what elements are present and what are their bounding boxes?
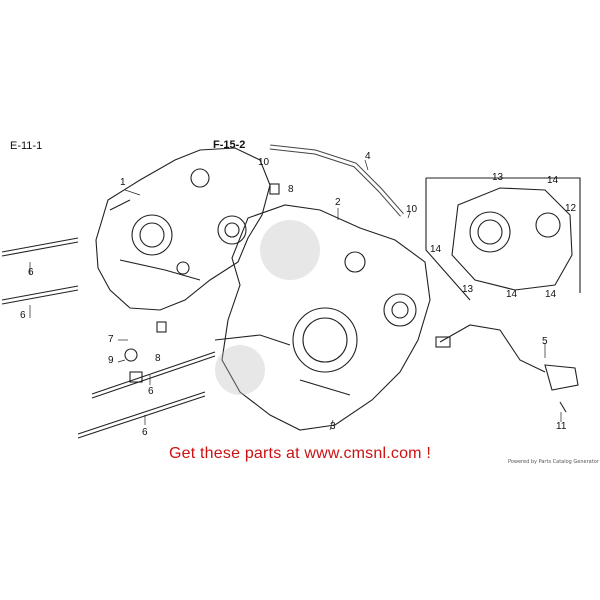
callout-1: 1 [120,177,126,188]
inset-gasket-view [425,177,581,301]
reference-code[interactable]: F-15-2 [213,139,246,151]
page-code: E-11-1 [10,140,43,152]
left-crankcase-half [95,147,280,333]
callout-13a: 13 [492,172,504,183]
right-crankcase-half [214,204,431,431]
callout-12: 12 [565,203,577,214]
long-bolts [1,237,216,439]
callout-6a: 6 [28,267,34,278]
footer-link-text[interactable]: Get these parts at www.cmsnl.com ! [169,445,431,462]
callout-9: 9 [108,355,114,366]
callout-6d: 6 [142,427,148,438]
callout-10b: 10 [406,204,418,215]
callout-13b: 13 [462,284,474,295]
credit-text: Powered by Parts Catalog Generator [508,459,599,465]
callout-4: 4 [365,151,371,162]
exploded-view-drawing [1,144,581,439]
callout-6b: 6 [20,310,26,321]
callout-14d: 14 [545,289,557,300]
callout-7: 7 [108,334,114,345]
watermark [215,220,320,395]
callout-2: 2 [335,197,341,208]
callout-14c: 14 [506,289,518,300]
callout-5: 5 [542,336,548,347]
callout-8b: 8 [155,353,161,364]
callout-6c: 6 [148,386,154,397]
callout-10a: 10 [258,157,270,168]
callout-3: 3 [330,421,336,432]
callout-14a: 14 [547,175,559,186]
callout-14b: 14 [430,244,442,255]
callout-8a: 8 [288,184,294,195]
callout-11: 11 [556,421,567,432]
neutral-switch-harness [435,324,579,413]
